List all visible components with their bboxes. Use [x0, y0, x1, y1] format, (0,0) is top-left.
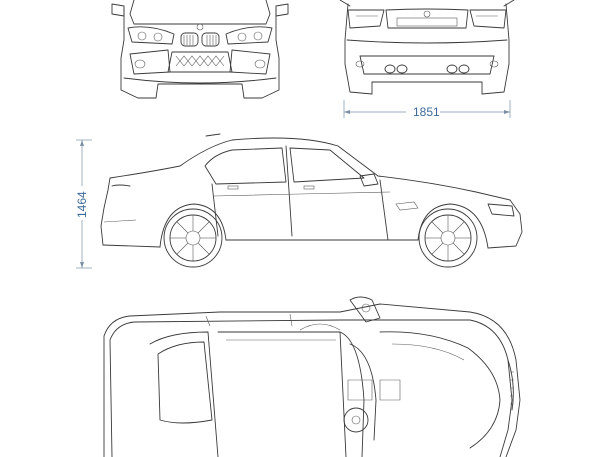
steering-wheel: [343, 407, 369, 433]
front-window: [289, 147, 365, 183]
top-view: [103, 296, 521, 457]
rear-wheel: [163, 208, 223, 268]
width-dimension-label: 1851: [413, 105, 440, 119]
height-dimension: 1464: [73, 139, 92, 269]
rear-view: [339, 0, 515, 95]
width-dimension: 1851: [343, 100, 511, 119]
front-view: [111, 0, 289, 99]
height-dimension-label: 1464: [75, 191, 89, 218]
kidney-grille-left: [180, 32, 199, 47]
front-logo: [196, 23, 204, 31]
kidney-grille-right: [201, 32, 220, 47]
side-view: [100, 133, 523, 268]
rear-window: [204, 147, 287, 185]
front-wheel: [418, 208, 478, 268]
rear-logo: [423, 10, 431, 18]
rear-glass: [157, 341, 213, 424]
